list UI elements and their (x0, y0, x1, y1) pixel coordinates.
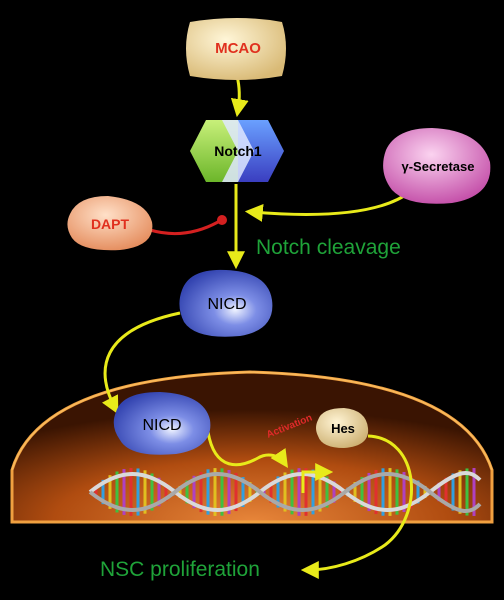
nicd-cytoplasm-node (179, 269, 273, 337)
arrow-gamma-secretase-to-cleavage (244, 190, 411, 222)
nicd-cytoplasm-label: NICD (207, 296, 246, 313)
notch1-node (190, 120, 284, 182)
arrow-hes-to-nsc-proliferation (300, 434, 413, 579)
gamma-secretase-label: γ-Secretase (402, 159, 475, 174)
mcao-label: MCAO (215, 40, 261, 57)
nicd-nucleus-label: NICD (142, 417, 181, 434)
dapt-node (67, 196, 153, 251)
gamma-secretase-node (383, 128, 491, 204)
arrow-nicd-to-nucleus (102, 311, 181, 415)
hes-node (316, 408, 369, 448)
dapt-inhibition-line (149, 220, 219, 236)
transcription-start-arrow-icon (301, 463, 334, 493)
mcao-node (186, 18, 286, 80)
notch1-label: Notch1 (214, 143, 262, 159)
arrow-nicd-to-hes-gene (206, 431, 289, 468)
dapt-label: DAPT (91, 216, 130, 232)
inhibition-end-icon (217, 215, 227, 225)
nsc-proliferation-label: NSC proliferation (100, 558, 260, 581)
nicd-nucleus-node (113, 392, 211, 455)
hes-label: Hes (331, 421, 355, 436)
notch-cleavage-label: Notch cleavage (256, 236, 401, 259)
